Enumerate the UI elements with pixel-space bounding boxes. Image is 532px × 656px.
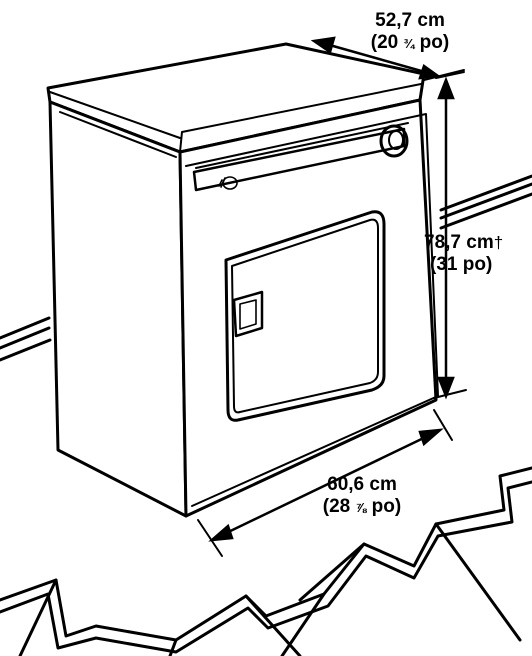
height-imperial: (31 po) [430, 254, 493, 275]
height-label: 78,7 cm† (31 po) [424, 232, 503, 276]
width-imperial: (28 ⅞ po) [322, 496, 402, 517]
right-wall-baseboard [439, 174, 532, 230]
door [224, 210, 386, 422]
height-arrow [433, 71, 467, 400]
width-label: 60,6 cm (28 ⅞ po) [300, 474, 424, 519]
depth-label: 52,7 cm (20 ¾ po) [358, 10, 462, 55]
door-handle [232, 290, 264, 338]
left-wall-baseboard [0, 316, 52, 362]
floor-cutaway-edge [0, 466, 532, 656]
height-metric: 78,7 cm† [424, 232, 504, 253]
cycle-indicator-icon [218, 176, 238, 190]
depth-arrow [310, 36, 465, 81]
dial-knob-icon [379, 124, 409, 158]
depth-imperial: (20 ¾ po) [370, 32, 450, 53]
control-console [192, 127, 406, 192]
width-metric: 60,6 cm [327, 474, 397, 495]
width-arrow [197, 409, 453, 557]
footnote-mark: † [493, 233, 504, 252]
depth-metric: 52,7 cm [375, 10, 445, 31]
dryer-left-side [48, 100, 188, 518]
